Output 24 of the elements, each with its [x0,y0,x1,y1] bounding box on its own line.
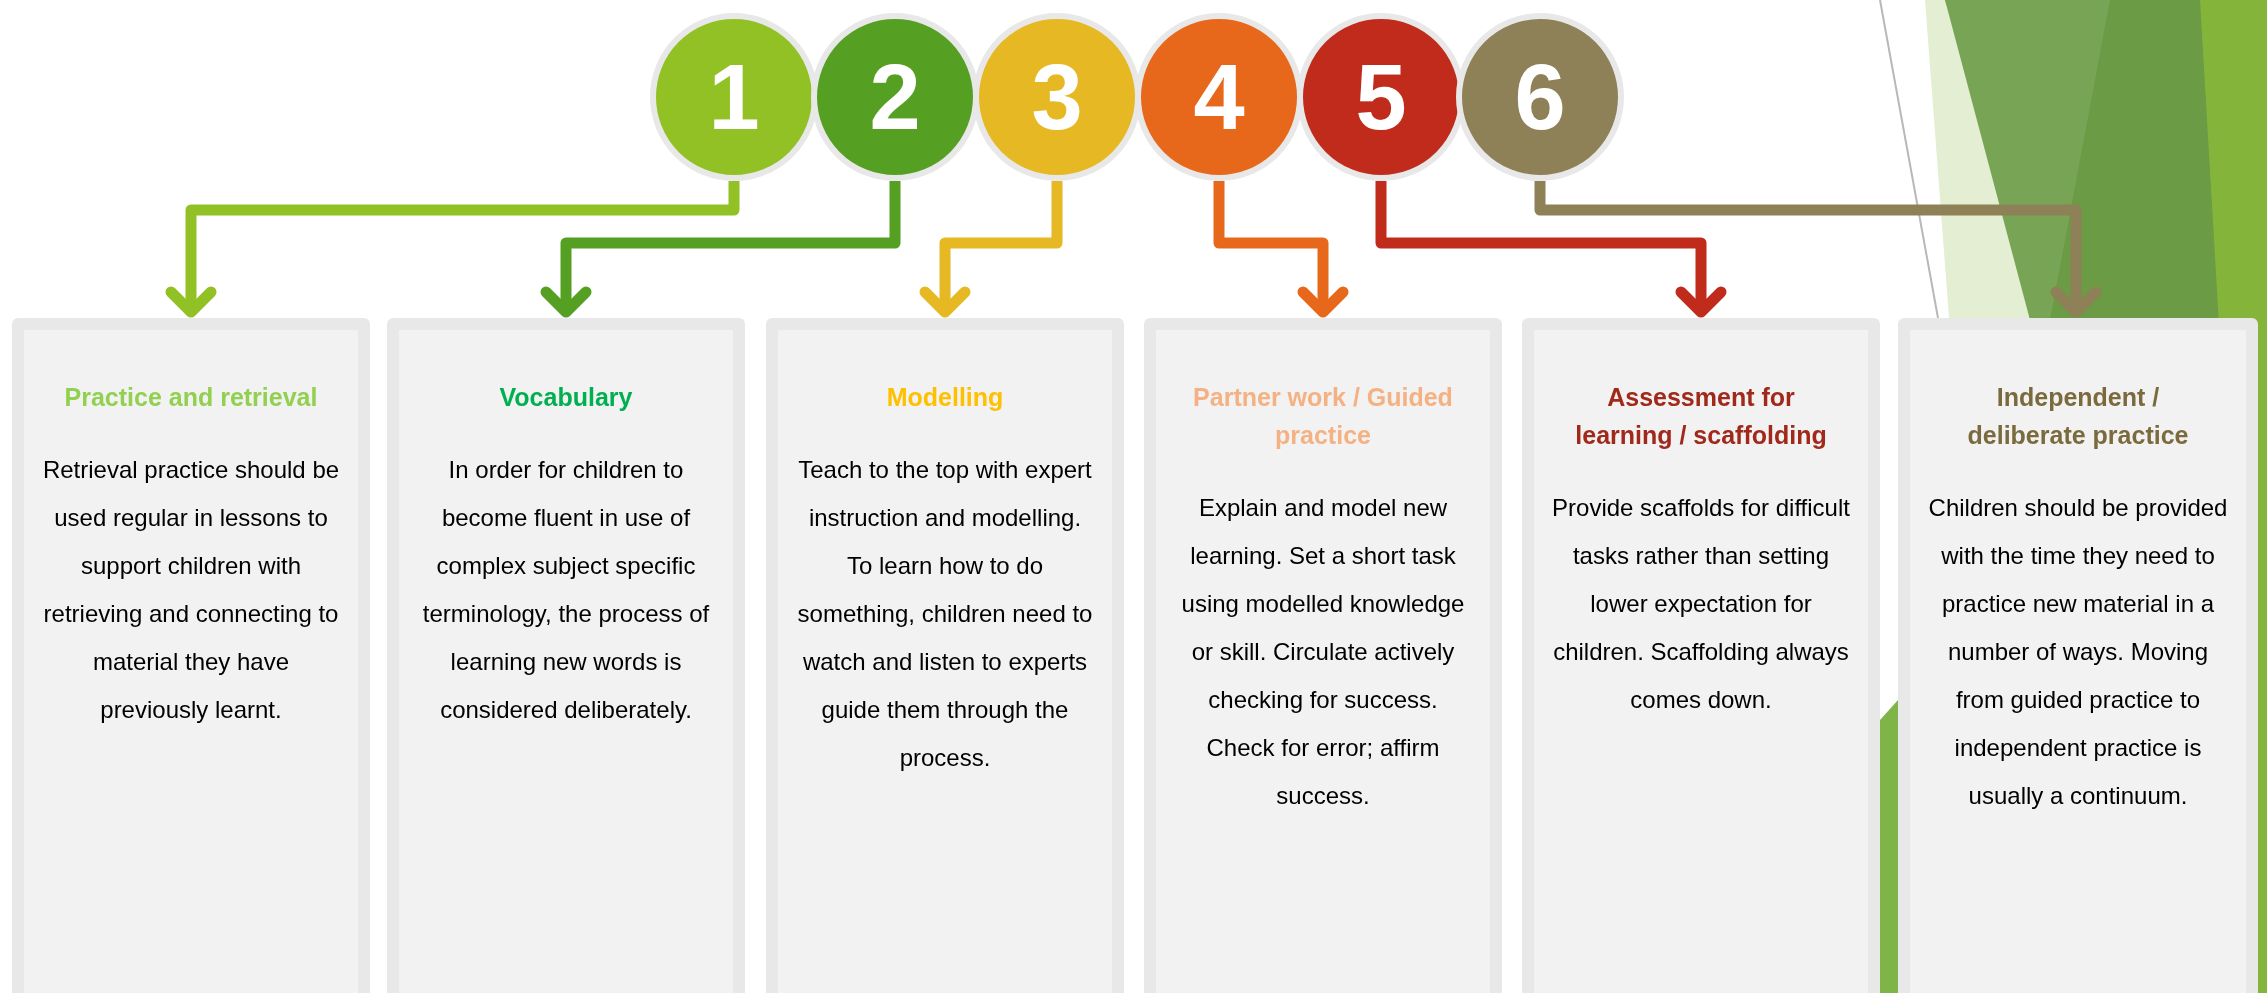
arrow [1534,181,2102,318]
card-text: Provide scaffolds for difficult tasks rather than setting lower expectation for children. Scaffolding always comes down. [1551,493,1851,715]
step-card [1898,318,2258,993]
step-card [1144,318,1502,993]
card-text: Children should be provided with the time they need to practice new material in a number of ways. Moving from guided practice to independent practice is usually a continuum. [1928,493,2228,811]
arrow [540,181,901,318]
card-text: Retrieval practice should be used regular in lessons to support children with retrieving and connecting to material they have previously learnt. [41,455,341,725]
step-card [12,318,370,993]
card-text: Explain and model new learning. Set a short task using modelled knowledge or skill. Circulate actively checking for success. Check for error; affirm success. [1180,493,1466,811]
arrow [165,181,740,318]
arrow [1375,181,1727,318]
card-heading: Modelling [886,382,1004,413]
card-text: Teach to the top with expert instruction and modelling. To learn how to do something, children need to watch and listen to experts guide them through the process. [796,455,1094,773]
step-card [766,318,1124,993]
card-heading: Vocabulary [499,382,633,413]
card-heading: Practice and retrieval [64,382,318,413]
step-card [387,318,745,993]
arrow [919,181,1063,318]
card-heading: Independent / deliberate practice [1966,382,2190,451]
step-card [1522,318,1880,993]
card-heading: Partner work / Guided practice [1192,382,1454,451]
arrow [1213,181,1349,318]
card-text: In order for children to become fluent in use of complex subject specific terminology, the process of learning new words is considered deliberately. [421,455,711,725]
card-heading: Assessment for learning / scaffolding [1574,382,1828,451]
